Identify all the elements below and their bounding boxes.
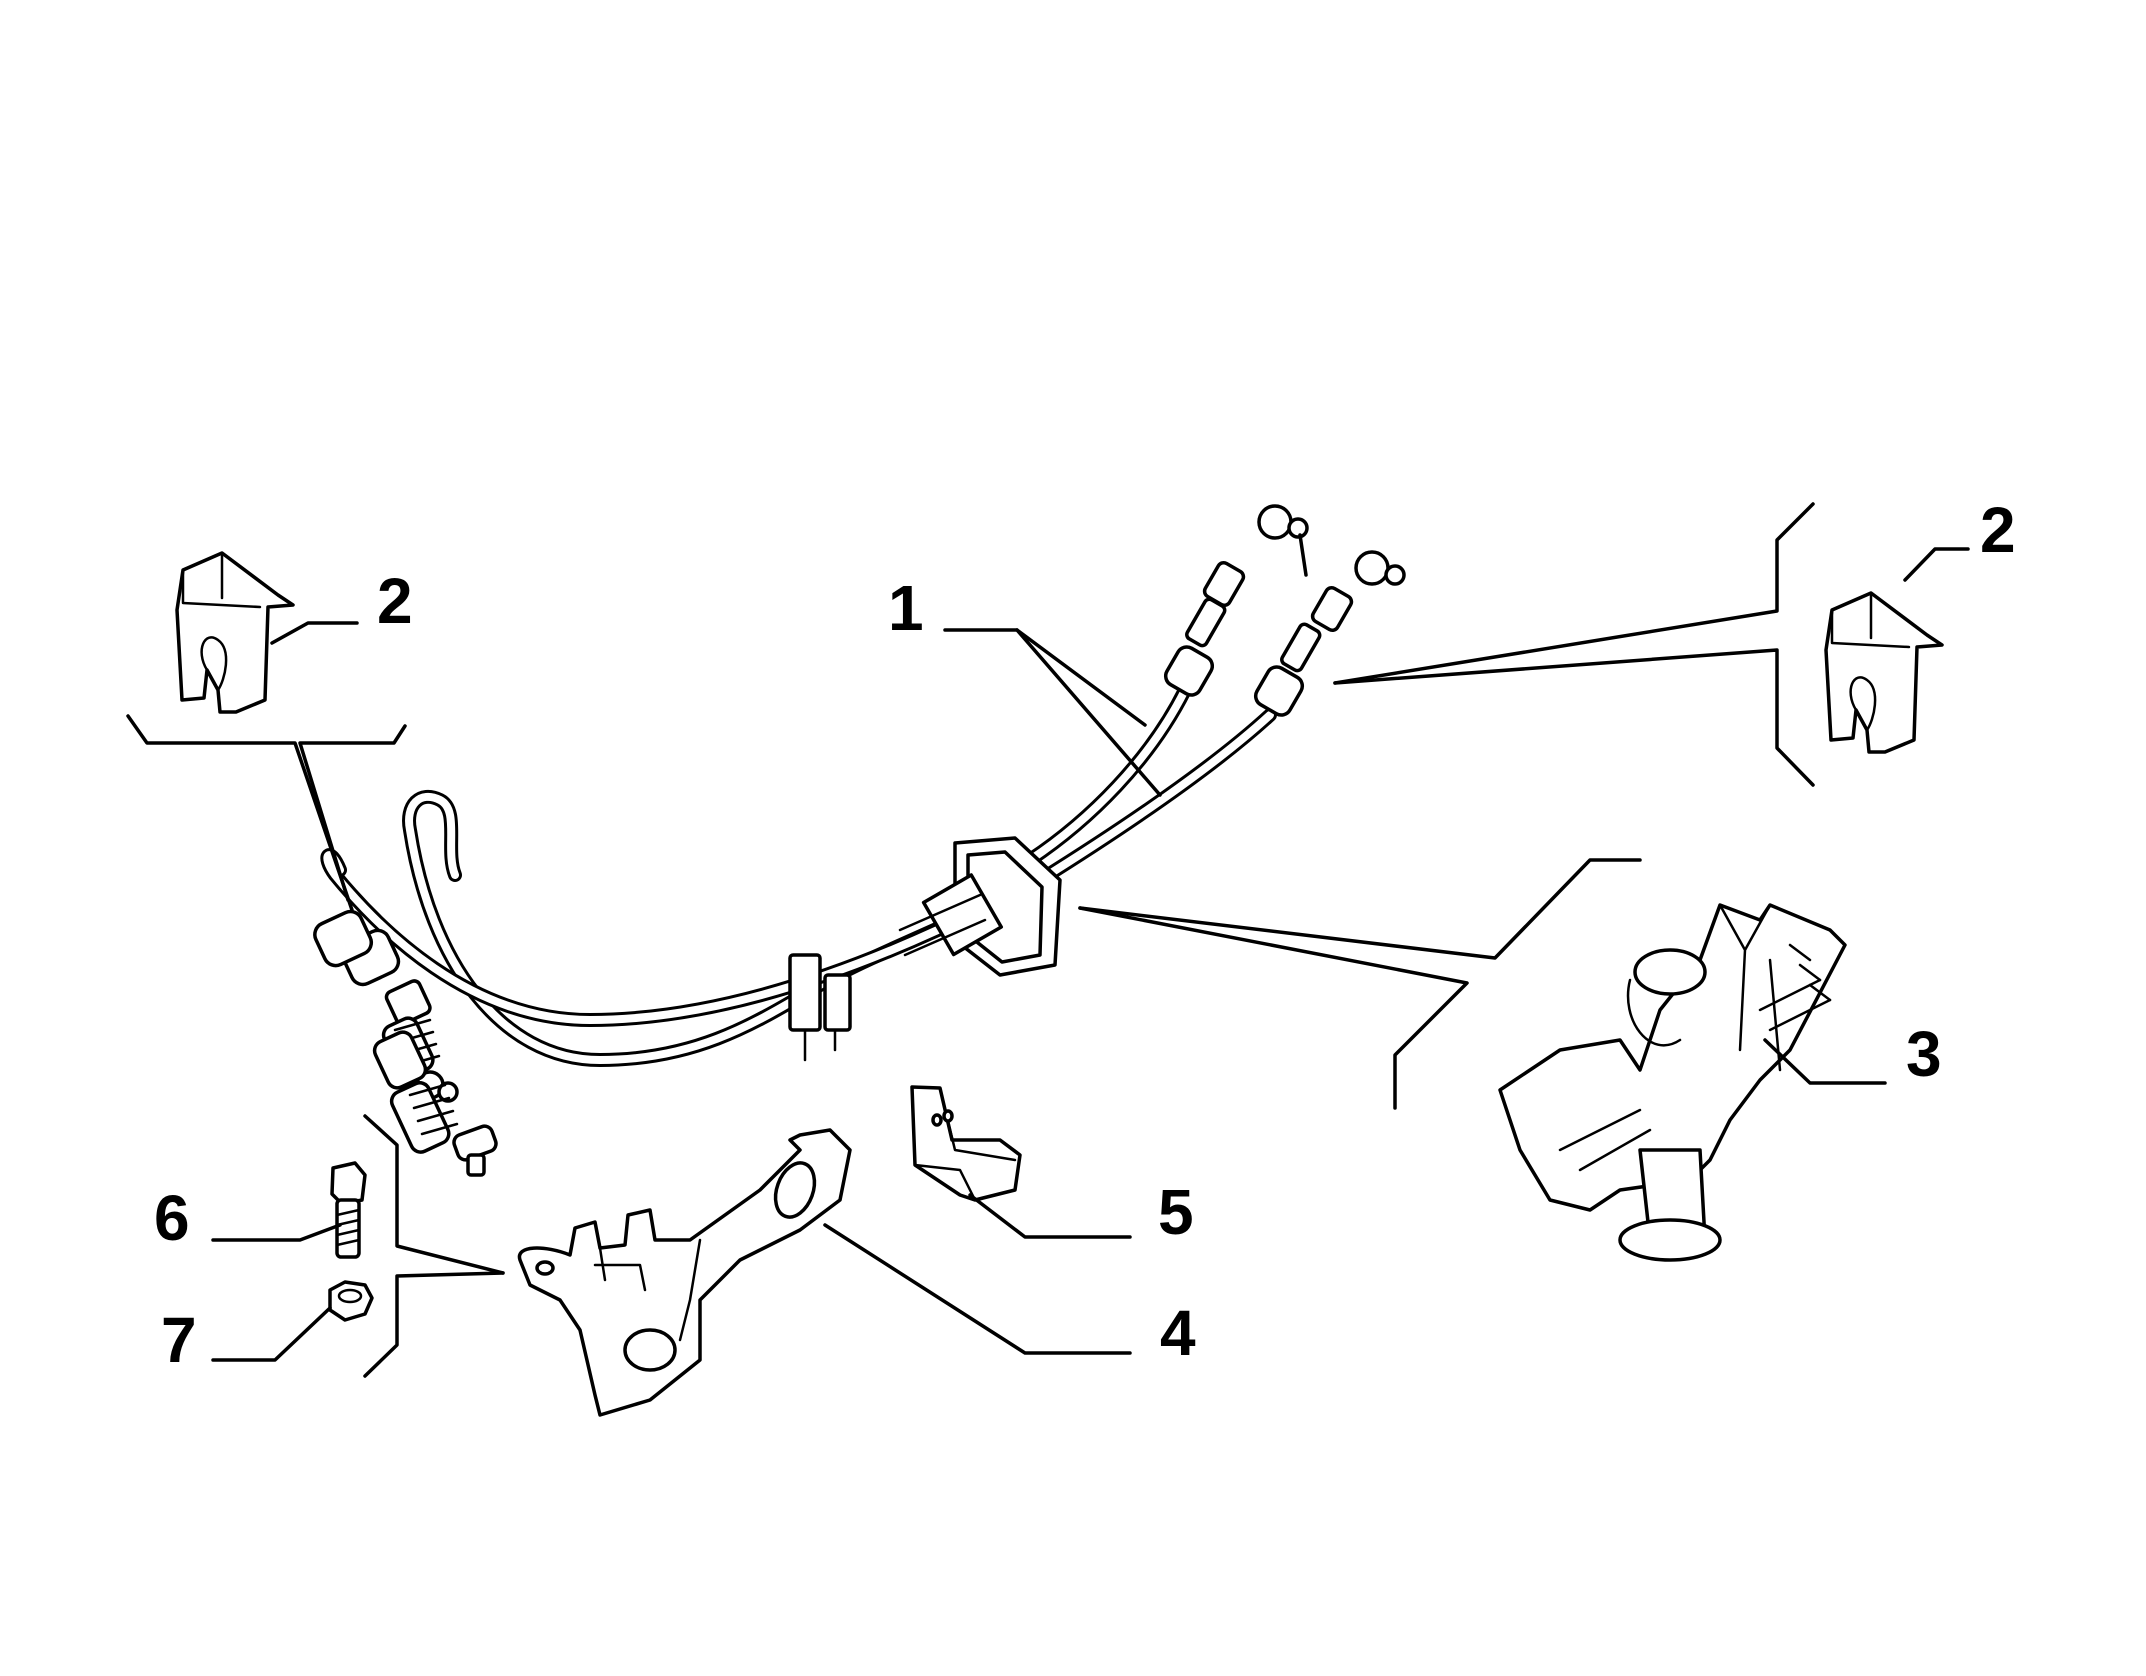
nut [328,1280,374,1322]
callout-3: 3 [1906,1018,1942,1090]
clip-left [175,551,295,714]
clip-right [1824,591,1944,754]
callout-5: 5 [1158,1176,1194,1248]
callout-1: 1 [888,572,924,644]
callout-2-left: 2 [377,565,413,637]
support-bracket [1498,903,1847,1262]
pad [910,1085,1022,1202]
callout-4: 4 [1160,1297,1196,1369]
callout-2-right: 2 [1980,494,2016,566]
mounting-bracket [517,1128,852,1417]
callout-6: 6 [154,1182,190,1254]
callout-7: 7 [161,1304,197,1376]
gear-cable-assembly [313,504,1406,1177]
callout-labels: 1 2 2 3 4 5 6 7 [154,494,2016,1376]
leader-lines [126,502,1970,1378]
bolt [330,1161,367,1259]
